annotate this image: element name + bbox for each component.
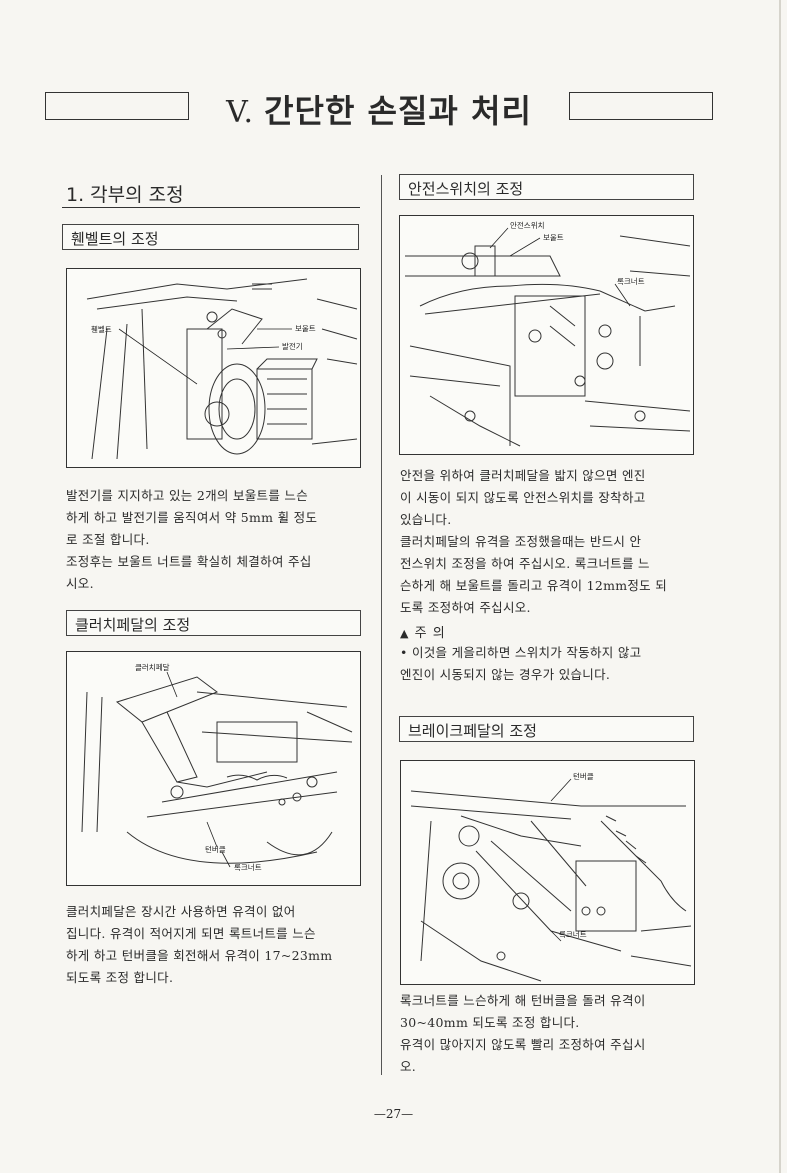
fan-belt-text: 발전기를 지지하고 있는 2개의 보울트를 느슨 하게 하고 발전기를 움직여서…	[66, 485, 317, 595]
fan-belt-line: 로 조절 합니다.	[66, 532, 150, 547]
fig-label-pedal: 클러치페달	[135, 662, 170, 672]
banner-box-right	[569, 92, 713, 120]
safety-switch-line: 있습니다.	[400, 512, 452, 527]
chapter-title-text: 간단한 손질과 처리	[264, 92, 532, 130]
column-divider	[381, 175, 382, 1075]
clutch-pedal-line: 집니다. 유격이 적어지게 되면 록트너트를 느슨	[66, 926, 316, 941]
brake-pedal-line: 록크너트를 느슨하게 해 턴버클을 돌려 유격이	[400, 993, 646, 1008]
fig-label-generator: 발전기	[282, 341, 303, 351]
section-rule	[62, 207, 360, 208]
fig-label-belt: 휀벨트	[91, 325, 112, 334]
fig-label-locknut: 록크너트	[617, 276, 645, 286]
brake-pedal-line: 오.	[400, 1059, 417, 1074]
banner-box-left	[45, 92, 189, 120]
safety-switch-line: 도록 조정하여 주십시오.	[400, 600, 531, 615]
caution-line: • 이것을 게을리하면 스위치가 작동하지 않고	[400, 645, 642, 660]
fig-label-switch: 안전스위치	[510, 220, 545, 230]
safety-switch-figure: 안전스위치 보울트 록크너트	[399, 215, 694, 455]
page-edge	[779, 0, 781, 1173]
fan-belt-figure: 휀벨트 보울트 발전기	[66, 268, 361, 468]
fig-label-bolt: 보울트	[543, 233, 564, 242]
warning-triangle-icon: ▲	[400, 627, 410, 640]
fig-label-turnbuckle: 턴버클	[573, 771, 594, 781]
clutch-pedal-text: 클러치페달은 장시간 사용하면 유격이 없어 집니다. 유격이 적어지게 되면 …	[66, 901, 332, 989]
fan-belt-line: 시오.	[66, 576, 94, 591]
page-number: —27—	[373, 1107, 414, 1121]
brake-pedal-figure: 턴버클 록크너트	[400, 760, 695, 985]
chapter-title: V. 간단한 손질과 처리	[195, 86, 563, 132]
fan-belt-line: 조정후는 보울트 너트를 확실히 체결하여 주십	[66, 554, 312, 569]
safety-switch-text: 안전을 위하여 클러치페달을 밟지 않으면 엔진 이 시동이 되지 않도록 안전…	[400, 465, 667, 619]
fig-label-locknut: 록크너트	[559, 929, 587, 939]
caution-text: • 이것을 게을리하면 스위치가 작동하지 않고 엔진이 시동되지 않는 경우가…	[400, 642, 641, 686]
brake-pedal-line: 30~40mm 되도록 조정 합니다.	[400, 1015, 580, 1030]
clutch-pedal-line: 되도록 조정 합니다.	[66, 970, 174, 985]
section-heading: 1. 각부의 조정	[66, 184, 184, 206]
fan-belt-heading: 휀벨트의 조정	[62, 224, 359, 250]
brake-pedal-heading: 브레이크페달의 조정	[399, 716, 694, 742]
chapter-banner: V. 간단한 손질과 처리	[45, 88, 713, 130]
caution-heading: ▲ 주 의	[400, 622, 446, 641]
brake-pedal-line: 유격이 많아지지 않도록 빨리 조정하여 주십시	[400, 1037, 646, 1052]
clutch-pedal-figure: 클러치페달 턴버클 록크너트	[66, 651, 361, 886]
fan-belt-line: 발전기를 지지하고 있는 2개의 보울트를 느슨	[66, 488, 309, 503]
safety-switch-heading: 안전스위치의 조정	[399, 174, 694, 200]
brake-pedal-text: 록크너트를 느슨하게 해 턴버클을 돌려 유격이 30~40mm 되도록 조정 …	[400, 990, 646, 1078]
safety-switch-line: 이 시동이 되지 않도록 안전스위치를 장착하고	[400, 490, 646, 505]
caution-title: 주 의	[414, 626, 446, 641]
fig-label-bolt: 보울트	[295, 324, 316, 333]
fig-label-locknut: 록크너트	[234, 862, 262, 872]
clutch-pedal-line: 클러치페달은 장시간 사용하면 유격이 없어	[66, 904, 296, 919]
safety-switch-line: 전스위치 조정을 하여 주십시오. 록크너트를 느	[400, 556, 650, 571]
safety-switch-line: 슨하게 해 보울트를 돌리고 유격이 12mm정도 되	[400, 578, 668, 593]
fig-label-turnbuckle: 턴버클	[205, 844, 226, 854]
caution-line: 엔진이 시동되지 않는 경우가 있습니다.	[400, 667, 611, 682]
safety-switch-line: 안전을 위하여 클러치페달을 밟지 않으면 엔진	[400, 468, 646, 483]
chapter-number: V.	[226, 95, 255, 130]
fan-belt-line: 하게 하고 발전기를 움직여서 약 5mm 휠 정도	[66, 510, 318, 525]
clutch-pedal-line: 하게 하고 턴버클을 회전해서 유격이 17~23mm	[66, 948, 333, 963]
safety-switch-line: 클러치페달의 유격을 조정했을때는 반드시 안	[400, 534, 642, 549]
clutch-pedal-heading: 클러치페달의 조정	[66, 610, 361, 636]
